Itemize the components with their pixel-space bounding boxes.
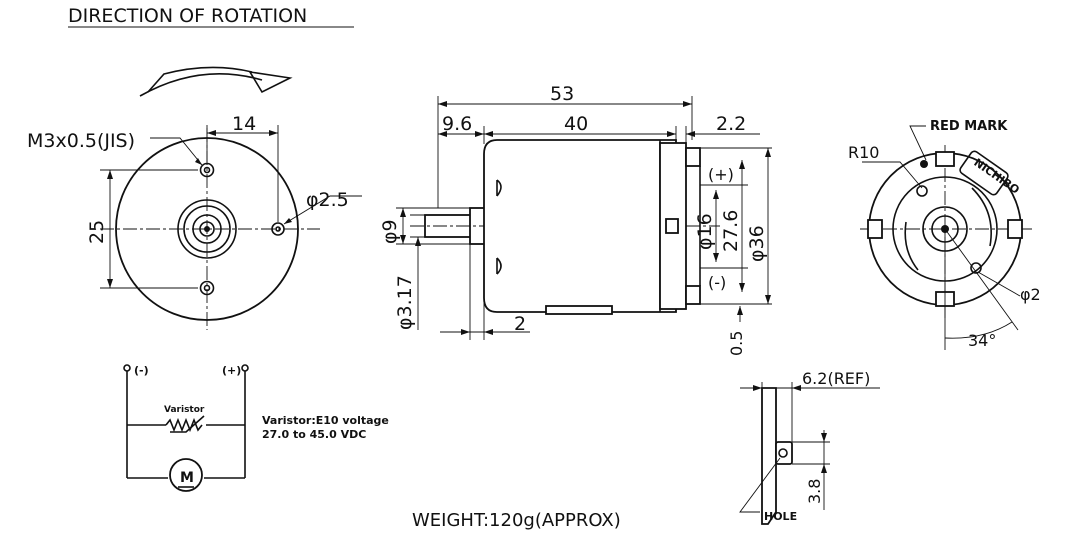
dim-34-label: 34° — [968, 331, 996, 350]
varistor-note-line2: 27.0 to 45.0 VDC — [262, 428, 366, 441]
front-view — [100, 125, 362, 330]
terminal-view — [739, 382, 880, 525]
dim-2-2-label: 2.2 — [716, 113, 746, 135]
dim-phi16-label: φ16 — [694, 213, 716, 250]
dim-14-label: 14 — [232, 113, 256, 135]
rotation-title: DIRECTION OF ROTATION — [68, 5, 307, 27]
red-mark-label: RED MARK — [930, 119, 1008, 134]
dim-27-6-label: 27.6 — [720, 210, 742, 252]
rear-view — [860, 125, 1032, 350]
circuit-plus-label: (+) — [222, 364, 241, 377]
dim-9-6-label: 9.6 — [442, 113, 472, 135]
dim-phi9-label: φ9 — [379, 219, 401, 244]
dim-phi2-label: φ2 — [1020, 285, 1041, 304]
dim-3-8-label: 3.8 — [805, 479, 824, 504]
rotation-arrow-icon — [139, 66, 293, 97]
dim-0-5-label: 0.5 — [727, 331, 746, 356]
hole-label: HOLE — [764, 510, 797, 523]
dim-r10-label: R10 — [848, 143, 879, 162]
varistor-note-line1: Varistor:E10 voltage — [262, 414, 389, 427]
weight-label: WEIGHT:120g(APPROX) — [412, 510, 621, 531]
dim-25-label: 25 — [86, 220, 108, 244]
dim-40-label: 40 — [564, 113, 588, 135]
minus-terminal-label: (-) — [708, 273, 726, 292]
circuit-minus-label: (-) — [134, 364, 149, 377]
circuit-diagram — [123, 364, 249, 492]
dim-2-label: 2 — [514, 313, 526, 335]
dim-phi3-17-label: φ3.17 — [394, 275, 416, 330]
dim-53-label: 53 — [550, 83, 574, 105]
thread-label: M3x0.5(JIS) — [27, 130, 135, 152]
plus-terminal-label: (+) — [708, 165, 734, 184]
dim-hole-label: φ2.5 — [306, 189, 349, 211]
dim-phi36-label: φ36 — [746, 225, 768, 262]
side-view — [396, 96, 772, 340]
varistor-label: Varistor — [164, 405, 205, 415]
motor-symbol-label: M — [180, 470, 194, 486]
dim-ref-label: 6.2(REF) — [802, 369, 870, 388]
